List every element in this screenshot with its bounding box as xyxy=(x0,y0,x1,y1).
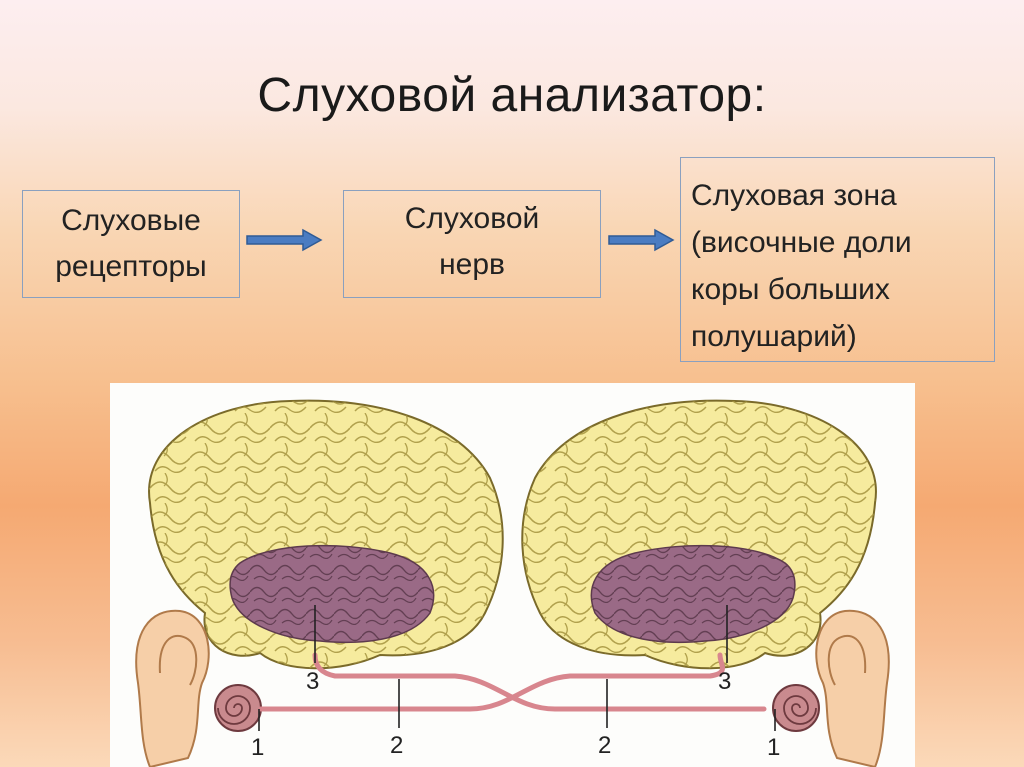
slide-title: Слуховой анализатор: xyxy=(257,69,767,122)
auditory-pathway-illustration: 3 2 1 2 3 1 xyxy=(110,383,915,767)
label-3-left: 3 xyxy=(306,668,319,695)
box-line: рецепторы xyxy=(55,250,207,283)
label-2-left: 2 xyxy=(390,732,403,759)
box-line: Слуховая зона xyxy=(691,179,897,212)
right-cochlea xyxy=(772,684,820,732)
box-line: полушарий) xyxy=(691,320,857,353)
box-line: Слуховой xyxy=(404,202,540,235)
label-leader-lines xyxy=(258,605,776,731)
auditory-zone-box: Слуховая зона (височные доли коры больши… xyxy=(680,157,995,362)
auditory-receptors-box: Слуховые рецепторы xyxy=(22,190,240,298)
left-ear xyxy=(135,609,210,767)
box-line: коры больших xyxy=(691,273,890,306)
right-arrow-icon xyxy=(608,228,675,252)
right-ear xyxy=(815,609,890,767)
label-2-right: 2 xyxy=(598,732,611,759)
auditory-nerve-box: Слуховой нерв xyxy=(343,190,601,298)
right-arrow-icon xyxy=(246,228,323,252)
box-line: Слуховые xyxy=(61,204,201,237)
auditory-nerve-pathways xyxy=(258,652,767,712)
label-3-right: 3 xyxy=(718,668,731,695)
label-1-left: 1 xyxy=(251,734,264,761)
left-brain-hemisphere xyxy=(148,399,504,670)
right-brain-hemisphere xyxy=(521,399,877,670)
box-line: (височные доли xyxy=(691,226,912,259)
label-1-right: 1 xyxy=(767,734,780,761)
left-cochlea xyxy=(214,684,262,732)
box-line: нерв xyxy=(439,248,505,281)
